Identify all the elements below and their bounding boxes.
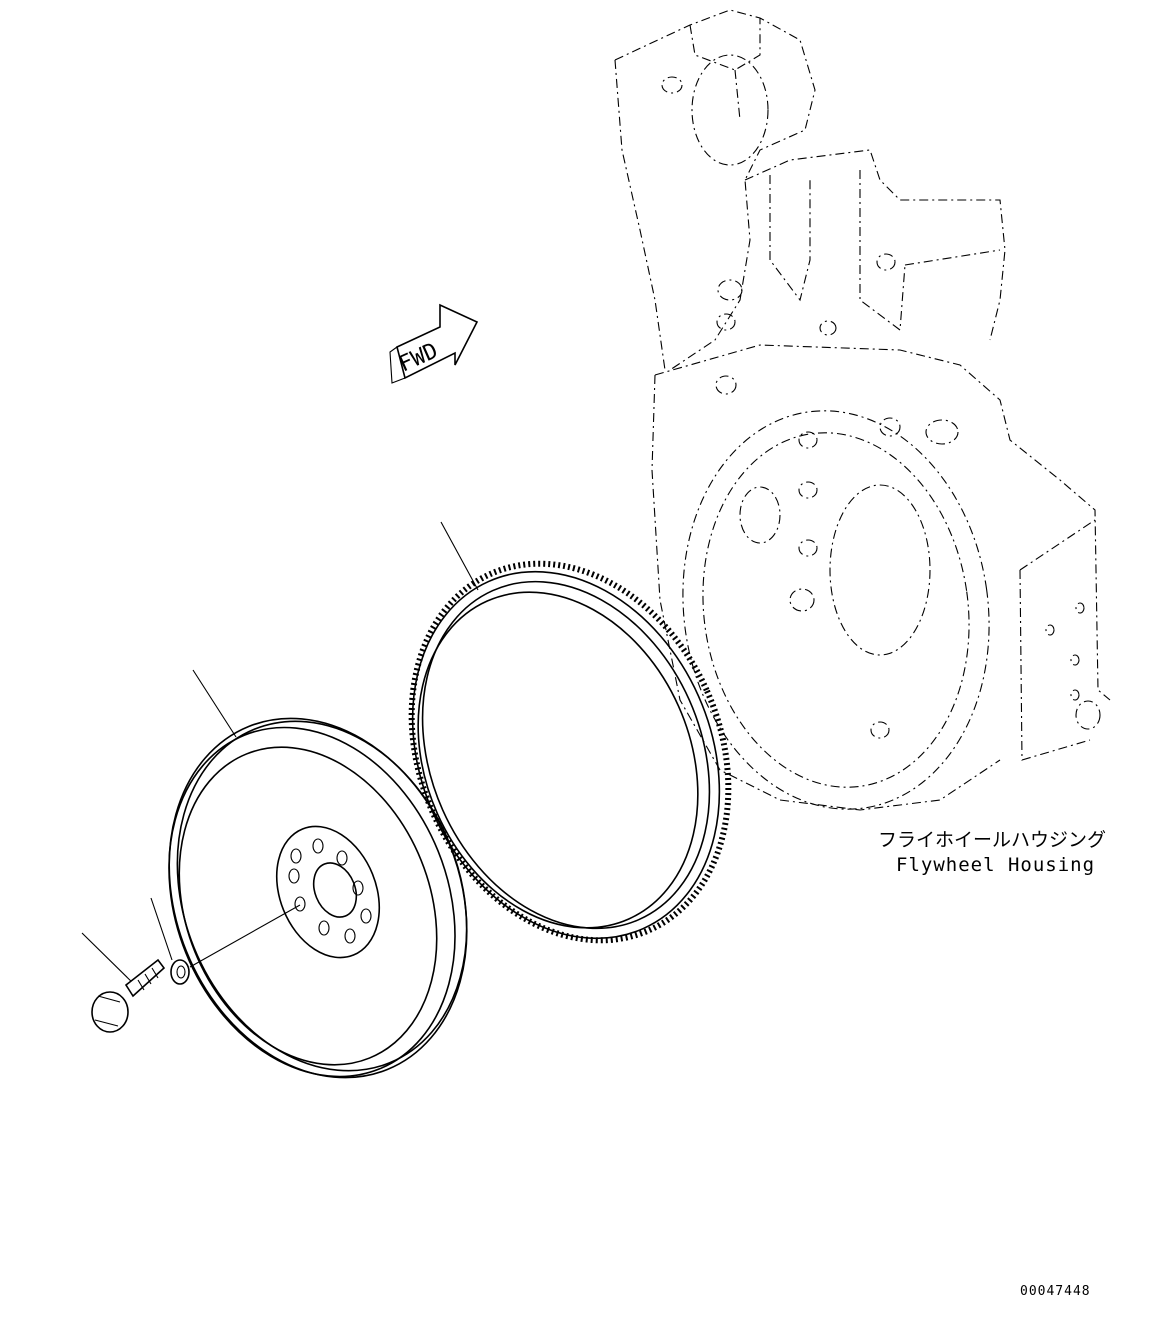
housing-label-en: Flywheel Housing [896,854,1095,876]
ring-gear [408,521,732,944]
flywheel-housing [614,9,1111,811]
fwd-arrow-icon: FWD [389,303,479,384]
bolt-leader-line [81,932,141,991]
flywheel-bolt-holes [288,838,372,944]
ring-gear-leader-line [440,521,479,591]
flywheel [168,669,468,1079]
washer [150,897,301,985]
housing-label-jp: フライホイールハウジング [878,829,1106,851]
washer-leader-line [150,897,173,961]
bolt [81,932,166,1033]
flywheel-leader-line [192,669,237,738]
drawing-number: 00047448 [1020,1284,1091,1299]
